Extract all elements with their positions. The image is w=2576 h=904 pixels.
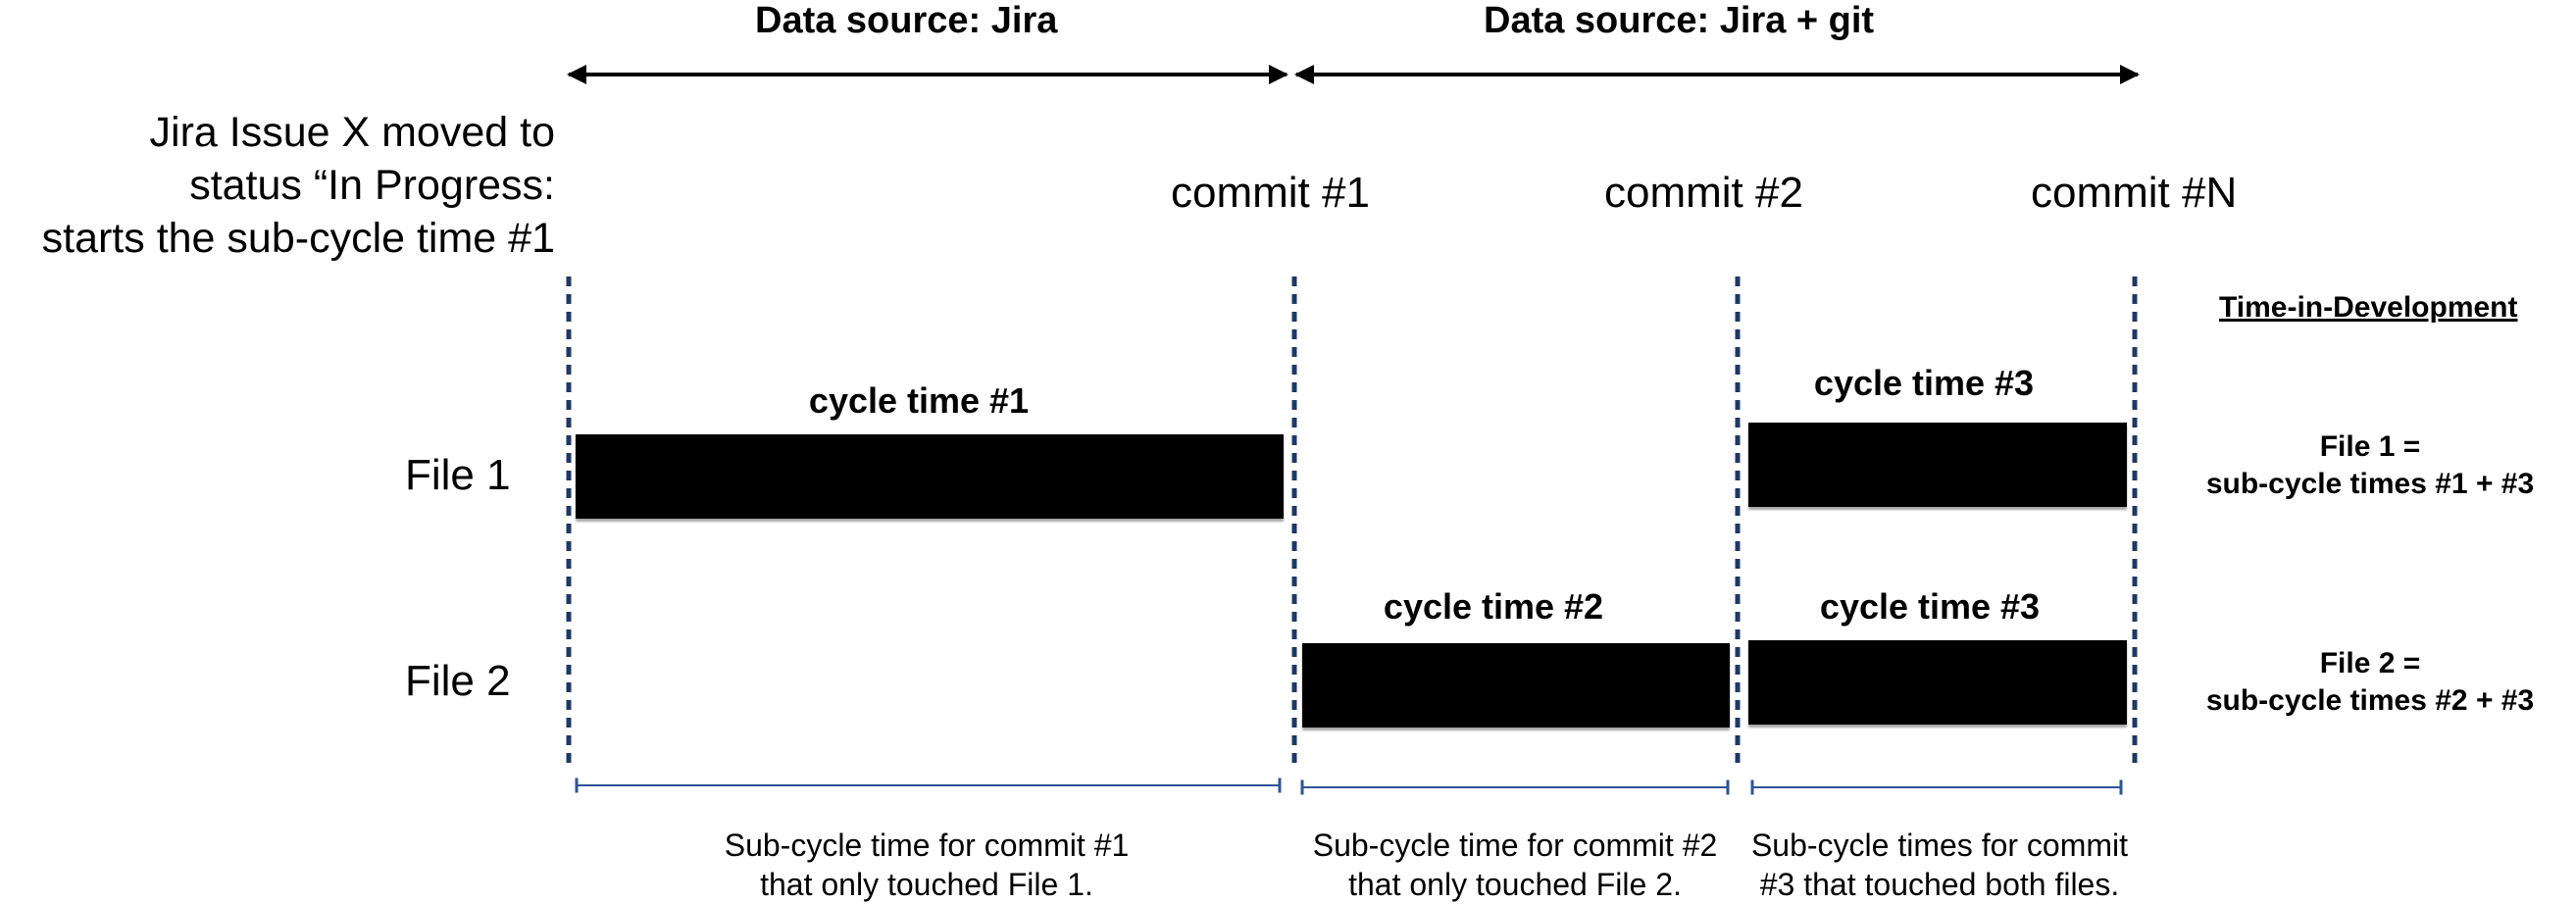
file-2-label: File 2 <box>405 657 511 705</box>
commit-label-1: commit #1 <box>1171 169 1370 217</box>
commit-label-2: commit #2 <box>1604 169 1803 217</box>
cycle-label-file2-3: cycle time #3 <box>1819 586 2041 627</box>
file-1-cycle-1-bar <box>576 434 1284 519</box>
file-2-summary: File 2 = sub-cycle times #2 + #3 <box>2205 647 2535 717</box>
file-1-summary: File 1 = sub-cycle times #1 + #3 <box>2205 430 2535 500</box>
cycle-label-file1-1: cycle time #1 <box>808 380 1030 421</box>
file-2-cycle-3-bar <box>1748 640 2127 725</box>
file-1-cycle-3-bar <box>1748 423 2127 507</box>
file-2-cycle-2-bar <box>1302 643 1730 728</box>
note-commit-1: Sub-cycle time for commit #1 that only t… <box>724 828 1130 902</box>
header-jira-git: Data source: Jira + git <box>1484 0 1875 41</box>
file-1-label: File 1 <box>405 451 511 499</box>
time-in-development-title: Time-in-Development <box>2219 291 2518 324</box>
note-commit-2: Sub-cycle time for commit #2 that only t… <box>1312 828 1718 902</box>
cycle-label-file1-3: cycle time #3 <box>1813 363 2035 403</box>
status-label: Jira Issue X moved to status “In Progres… <box>41 109 555 262</box>
note-commit-3: Sub-cycle times for commit #3 that touch… <box>1750 828 2129 902</box>
commit-label-n: commit #N <box>2031 169 2238 217</box>
cycle-label-file2-2: cycle time #2 <box>1383 586 1604 627</box>
header-jira: Data source: Jira <box>755 0 1058 41</box>
